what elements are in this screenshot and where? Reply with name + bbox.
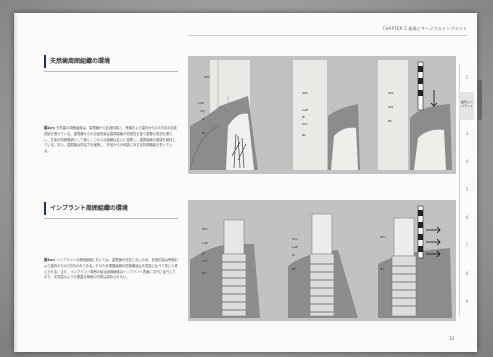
fig2-label: sulE [292,245,298,249]
fig1-label: ECT [302,122,308,126]
section-rule [44,71,178,72]
fig2-label: JE [291,253,295,257]
figure-natural-tooth: GEk sulE CEJ JE BC GEk sulE JE ECT BC GE… [188,56,456,174]
side-tab[interactable]: 4 [459,148,474,176]
implant-panel-c [378,205,452,318]
panel-c [378,60,452,170]
section-text: 天然歯の周囲組織は、歯根膜から血液供給と、骨膜および歯肉からの3方向の血液供給を… [44,126,177,154]
figure-ref: 図3a-c [44,258,56,262]
fig2-label: sulE [202,241,208,245]
section-rule [44,218,178,219]
fig1-label: sulE [302,108,308,112]
section-marker [44,202,46,215]
side-tab[interactable]: 7 [459,232,474,260]
fig1-label: BC [202,131,206,135]
figure-implant: PEn sulE JE ECT BC PEn sulE JE BC PEn BC [188,200,456,321]
side-tab[interactable]: 9 [459,288,474,316]
implant-panel-b [288,213,358,318]
page-gutter [14,13,18,352]
side-tab-active[interactable]: 歯周インプラント [459,92,474,120]
scrollbar-thumb[interactable] [477,80,482,120]
section-marker [44,55,46,68]
fig1-label: GEk [302,91,308,95]
fig2-label: ECT [202,259,208,263]
side-tab[interactable]: 5 [459,176,474,204]
fig2-label: BC [292,267,296,271]
section-title: 天然歯周囲組織の環境 [50,58,111,65]
panel-a [189,60,258,171]
fig1-label: JE [201,117,205,121]
fig1-label: CEJ [388,105,393,109]
section-title: インプラント周囲組織の環境 [50,205,128,212]
fig1-label: CEJ [200,109,205,113]
fig2-label: PEn [380,235,386,239]
chapter-header: CHAPTER 2 歯周とサージカルインプラント [382,26,467,31]
section-text: インプラントの周囲組織においては、歯根膜が存在しないため、血液供給は骨膜および歯… [44,258,178,280]
implant-panel-a [190,219,260,318]
fig1-label: sulE [198,101,204,105]
figure-ref: 図2a-c [44,126,56,130]
fig2-label: PEn [292,237,298,241]
panel-b [293,60,360,170]
fig1-label: GEk [388,91,394,95]
section-body: 図3a-c インプラントの周囲組織においては、歯根膜が存在しないため、血液供給は… [44,258,178,281]
fig1-label: BC [388,119,392,123]
section-body: 図2a-c 天然歯の周囲組織は、歯根膜から血液供給と、骨膜および歯肉からの3方向… [44,126,178,155]
fig2-label: PEn [202,227,208,231]
fig2-label: BC [202,271,206,275]
fig1-label: BC [302,133,306,137]
fig1-label: JE [301,115,305,119]
fig1-label: GEk [204,75,210,79]
side-tab[interactable]: 8 [459,260,474,288]
page-number: 33 [449,336,455,341]
side-tab[interactable]: 1 [459,64,474,92]
header-rule [188,35,467,36]
side-tab[interactable]: 6 [459,204,474,232]
fig2-label: BC [380,267,384,271]
fig2-label: JE [201,251,205,255]
side-tab[interactable]: 3 [459,120,474,148]
